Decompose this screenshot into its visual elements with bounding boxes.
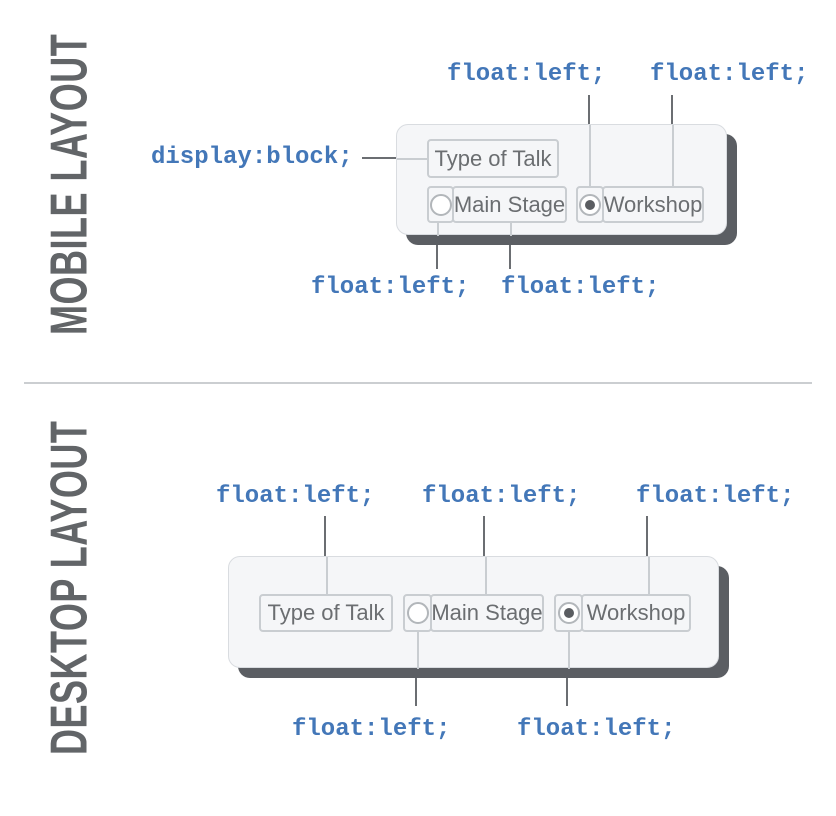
option-label-main-stage[interactable]: Main Stage xyxy=(430,594,544,632)
leader-line xyxy=(415,678,417,706)
radio-checked-icon xyxy=(557,602,580,624)
option-label-workshop[interactable]: Workshop xyxy=(602,186,704,223)
leader-line xyxy=(362,157,396,159)
annotation-float-left: float:left; xyxy=(292,716,451,743)
leader-line-inner xyxy=(437,223,439,236)
leader-line xyxy=(588,95,590,124)
annotation-float-left: float:left; xyxy=(636,483,795,510)
annotation-float-left: float:left; xyxy=(216,483,375,510)
leader-line-inner xyxy=(568,632,570,669)
annotation-float-left: float:left; xyxy=(311,274,470,301)
desktop-form-panel: Type of Talk Main Stage Workshop xyxy=(228,556,719,669)
radio-unchecked-icon xyxy=(406,602,429,624)
mobile-section-title: MOBILE LAYOUT xyxy=(38,33,98,335)
radio-workshop[interactable] xyxy=(554,594,583,632)
leader-line xyxy=(509,245,511,269)
annotation-float-left: float:left; xyxy=(501,274,660,301)
leader-line-inner xyxy=(326,557,328,595)
radio-workshop[interactable] xyxy=(576,186,604,223)
legend-box: Type of Talk xyxy=(427,139,559,178)
leader-line xyxy=(436,245,438,269)
leader-line-inner xyxy=(648,557,650,595)
leader-line xyxy=(483,516,485,556)
radio-checked-icon xyxy=(579,193,601,216)
section-divider xyxy=(24,382,812,384)
leader-line-inner xyxy=(485,557,487,595)
annotation-float-left: float:left; xyxy=(650,61,809,88)
leader-line-inner xyxy=(417,632,419,669)
mobile-form-panel: Type of Talk Main Stage Workshop xyxy=(396,124,727,236)
leader-line-inner xyxy=(510,223,512,236)
annotation-float-left: float:left; xyxy=(447,61,606,88)
radio-main-stage[interactable] xyxy=(427,186,454,223)
annotation-float-left: float:left; xyxy=(517,716,676,743)
radio-main-stage[interactable] xyxy=(403,594,432,632)
radio-unchecked-icon xyxy=(429,193,452,216)
leader-line xyxy=(671,95,673,124)
annotation-float-left: float:left; xyxy=(422,483,581,510)
leader-line-inner xyxy=(672,125,674,186)
option-label-workshop[interactable]: Workshop xyxy=(581,594,691,632)
leader-line xyxy=(324,516,326,556)
leader-line-inner xyxy=(397,158,428,160)
leader-line-inner xyxy=(589,125,591,186)
option-label-main-stage[interactable]: Main Stage xyxy=(452,186,567,223)
leader-line xyxy=(646,516,648,556)
annotation-display-block: display:block; xyxy=(151,144,353,171)
desktop-section-title: DESKTOP LAYOUT xyxy=(38,420,98,755)
leader-line xyxy=(566,678,568,706)
legend-box: Type of Talk xyxy=(259,594,393,632)
